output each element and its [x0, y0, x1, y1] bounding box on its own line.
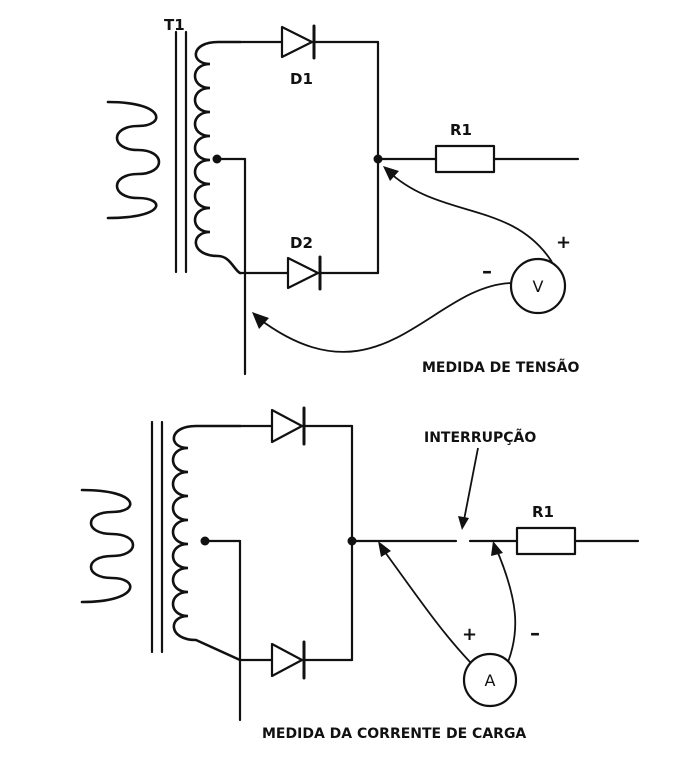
diode-d1-label: D1: [290, 70, 313, 88]
voltmeter-negative-lead: [257, 282, 512, 353]
voltmeter-positive-lead: [387, 170, 553, 263]
ammeter-symbol: A: [485, 671, 496, 690]
ammeter-plus-sign: +: [462, 624, 477, 645]
diode-d1: [280, 25, 314, 59]
interruption-label: INTERRUPÇÃO: [424, 429, 536, 446]
voltage-measurement-circuit: T1 D1 D2 R1 V + – MEDIDA DE TENSÃO: [106, 16, 579, 376]
bottom-resistor-label: R1: [532, 503, 554, 521]
voltmeter-minus-sign: –: [482, 259, 492, 283]
bottom-diode-2: [270, 642, 304, 678]
ammeter-negative-arrow: [491, 541, 503, 556]
interruption-pointer: [463, 447, 479, 521]
ammeter-positive-arrow: [378, 541, 391, 557]
bottom-resistor-r1: [515, 526, 577, 556]
ammeter-negative-lead: [495, 547, 517, 663]
top-caption: MEDIDA DE TENSÃO: [422, 359, 579, 376]
diode-d2: [286, 256, 320, 290]
current-measurement-circuit: INTERRUPÇÃO R1 A + – MEDIDA DA CORRENTE …: [80, 406, 640, 742]
voltmeter-plus-sign: +: [556, 232, 571, 253]
ammeter: [462, 652, 518, 708]
voltmeter-negative-arrow: [252, 312, 269, 329]
transformer-t1-label: T1: [164, 16, 185, 34]
top-primary-winding: [106, 100, 161, 220]
bottom-secondary-winding: [171, 424, 242, 662]
interruption-arrow: [458, 516, 469, 530]
bottom-caption: MEDIDA DA CORRENTE DE CARGA: [262, 726, 526, 742]
ammeter-positive-lead: [381, 547, 471, 663]
top-resistor-r1: [434, 144, 496, 174]
bottom-diode-1: [270, 408, 304, 444]
voltmeter: [509, 257, 567, 315]
diode-d2-label: D2: [290, 234, 313, 252]
ammeter-minus-sign: –: [530, 621, 540, 645]
bottom-primary-winding: [80, 488, 135, 604]
top-resistor-label: R1: [450, 121, 472, 139]
voltmeter-symbol: V: [533, 277, 544, 296]
top-secondary-winding: [193, 40, 242, 275]
voltmeter-positive-arrow: [383, 166, 399, 181]
